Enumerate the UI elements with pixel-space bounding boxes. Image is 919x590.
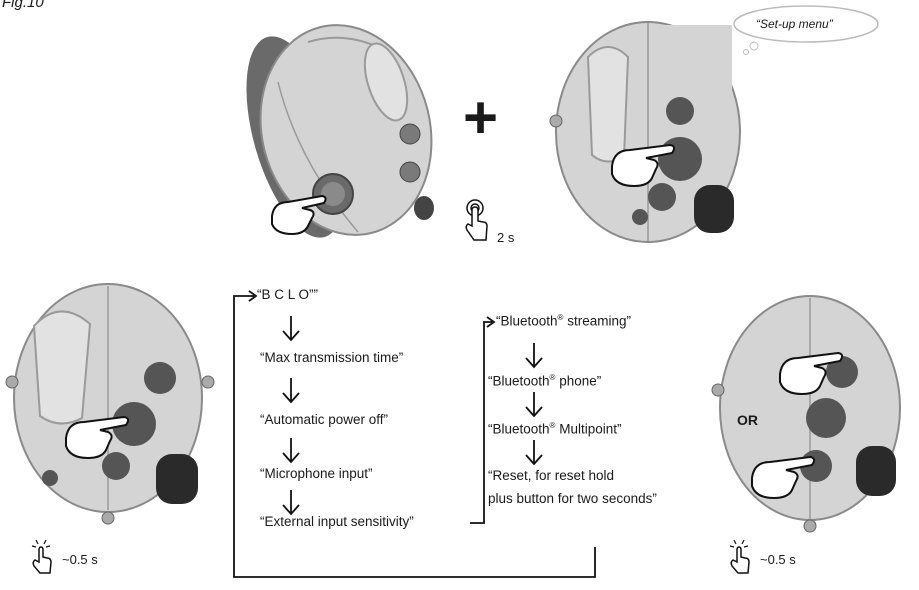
menu-item-bt-streaming: “Bluetooth® streaming” xyxy=(496,313,631,329)
menu-item-max-transmission: “Max transmission time” xyxy=(260,350,403,365)
menu-item-microphone-input: “Microphone input” xyxy=(260,466,373,481)
menu-item-bclo: “B C L O”” xyxy=(257,287,318,302)
menu-item-external-input: “External input sensitivity” xyxy=(260,514,414,529)
menu-item-bt-phone: “Bluetooth® phone” xyxy=(488,373,601,389)
menu-item-reset-line1: “Reset, for reset hold xyxy=(488,468,614,483)
menu-item-reset-line2: plus button for two seconds” xyxy=(488,491,657,506)
menu-item-auto-power-off: “Automatic power off” xyxy=(260,412,388,427)
menu-item-bt-multipoint: “Bluetooth® Multipoint” xyxy=(488,421,621,437)
